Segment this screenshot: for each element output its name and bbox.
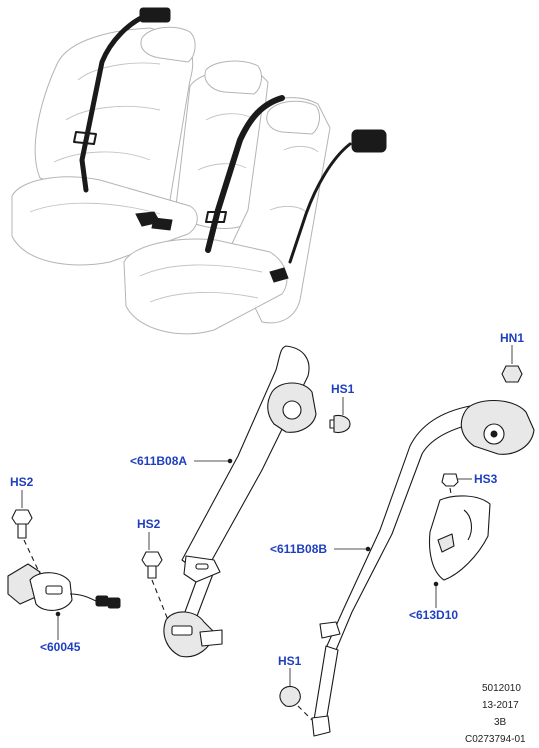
callout-hs1-bottom: HS1	[278, 654, 302, 668]
belt-b-webbing-lower	[313, 645, 339, 723]
installed-belts	[73, 7, 387, 283]
leader-belt-a-dot	[227, 458, 233, 464]
bolt-hs2-mid-axis	[151, 579, 169, 621]
seat-seam	[269, 205, 307, 213]
belt-a-anchor-stub	[199, 629, 223, 647]
bolt-hs2-left	[11, 490, 41, 575]
callout-hs2-left: HS2	[10, 475, 34, 489]
installed-belt-left-tongue	[73, 131, 97, 145]
bolt-hs2-mid-shank	[147, 565, 157, 579]
belt-a-anchor-slot	[171, 625, 193, 636]
callout-belt-b: <611B08B	[270, 542, 327, 556]
seat-seam	[205, 113, 253, 121]
belt-a-webbing	[181, 345, 310, 570]
callout-belt-a: <611B08A	[130, 454, 187, 468]
bolt-hs2-left-axis	[23, 539, 41, 575]
bracket-body	[428, 495, 491, 581]
retractor-left-top	[139, 7, 171, 23]
callout-hs2-mid: HS2	[137, 517, 161, 531]
belt-b-retractor-hub	[490, 430, 498, 438]
buckle-release-button	[45, 585, 63, 595]
leader-bracket-dot	[433, 581, 439, 587]
installed-belt-center	[205, 95, 285, 253]
bolt-hs1-bottom-head	[279, 685, 301, 707]
bolt-hs2-left-head	[11, 509, 33, 525]
bolt-hs3-head	[441, 473, 459, 487]
buckle-connector	[95, 595, 109, 607]
bolt-hs2-mid	[141, 532, 169, 621]
nut-hn1	[501, 345, 523, 383]
headrest-left	[140, 26, 196, 63]
callout-hn1: HN1	[500, 331, 524, 345]
seat-belt-assembly-b	[311, 400, 535, 737]
reference-rev: 3B	[494, 717, 507, 728]
installed-buckle	[269, 267, 289, 283]
callout-buckle: <60045	[40, 640, 81, 654]
installed-belt-right	[288, 142, 352, 264]
seat-seam	[283, 145, 319, 153]
callout-bracket: <613D10	[409, 608, 458, 622]
reference-illustration-id: C0273794-01	[465, 734, 526, 745]
belt-a-tongue-slot	[195, 563, 209, 570]
belt-guide-bracket	[428, 495, 491, 581]
bolt-hs2-left-shank	[17, 523, 27, 539]
bolt-hs2-mid-head	[141, 551, 163, 567]
headrest-right	[266, 100, 320, 135]
retractor-right-top	[351, 129, 387, 153]
headrest-center	[204, 60, 262, 95]
bolt-hs1-top	[329, 397, 351, 434]
seat-seam	[29, 202, 161, 215]
seat-seam	[65, 105, 161, 121]
installed-belt-center-tongue	[205, 211, 227, 223]
bolt-hs1-bottom	[279, 668, 313, 721]
seat-seam	[77, 62, 161, 81]
buckle-connector	[107, 597, 121, 609]
rear-seat-illustration	[11, 26, 331, 335]
seat-belt-assembly-a	[163, 345, 317, 658]
leader-buckle-dot	[55, 611, 61, 617]
seat-belt-buckle-assembly	[7, 563, 121, 611]
leader-belt-b-dot	[365, 546, 371, 552]
nut-hn1-body	[501, 365, 523, 383]
seat-cushion-left	[11, 176, 198, 266]
seat-seam	[53, 151, 151, 163]
seat-seam	[197, 163, 247, 171]
belt-b-end-tab	[311, 715, 331, 737]
bracket-lip	[463, 509, 473, 541]
seat-seam	[139, 264, 263, 277]
callout-hs1-top: HS1	[331, 382, 355, 396]
belt-a-retractor-spool	[282, 400, 302, 420]
seat-seam	[149, 291, 259, 303]
callout-hs3: HS3	[474, 472, 498, 486]
bolt-hs1-bottom-axis	[297, 705, 313, 721]
bolt-hs1-top-head	[333, 414, 351, 434]
reference-date: 13-2017	[482, 700, 519, 711]
installed-buckle	[151, 217, 173, 231]
belt-b-guide	[319, 621, 341, 639]
reference-code: 5012010	[482, 683, 521, 694]
bracket-slot	[437, 533, 455, 553]
